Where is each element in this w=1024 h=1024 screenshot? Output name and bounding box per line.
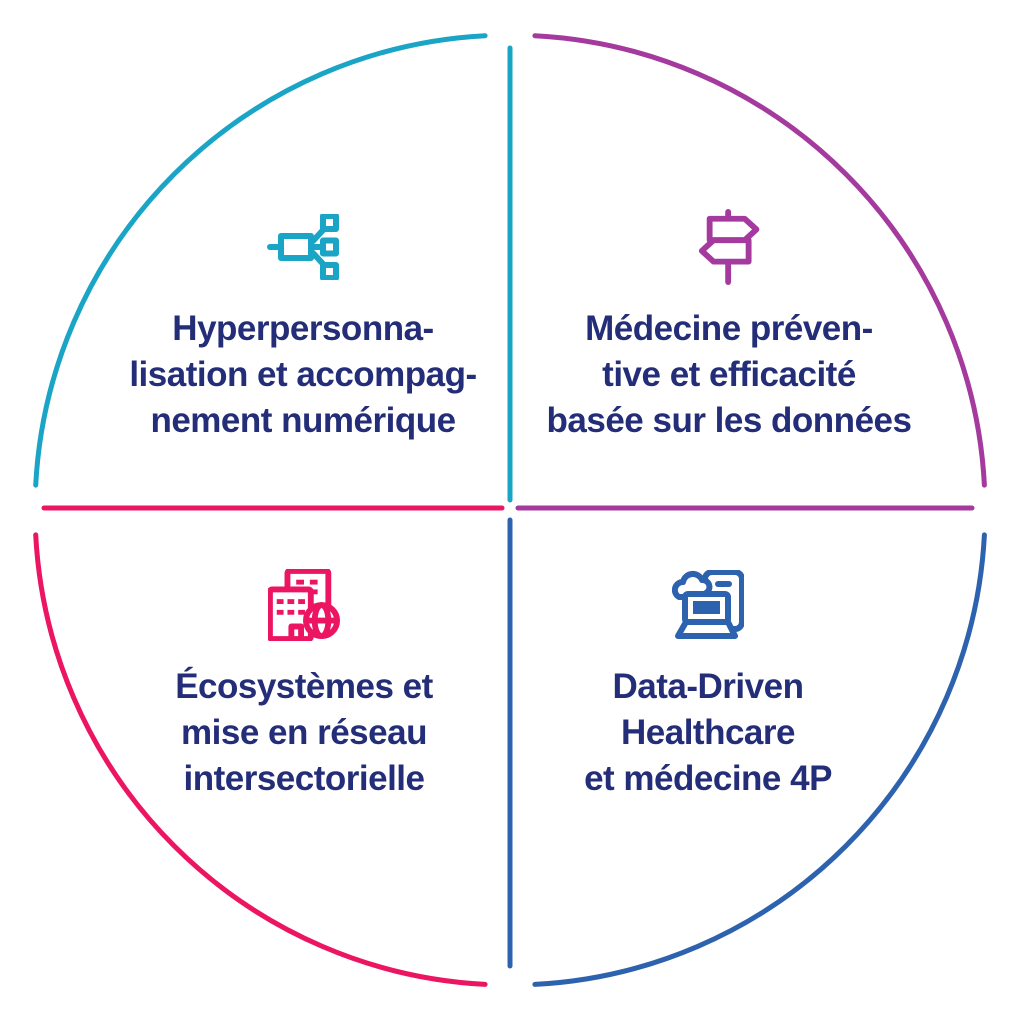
quadrant-label: Écosystèmes et mise en réseau intersecto… xyxy=(175,664,433,802)
label-line: Hyperpersonna- xyxy=(172,309,434,348)
icon-box xyxy=(696,208,762,286)
label-line: mise en réseau xyxy=(181,713,427,752)
icon-box xyxy=(267,208,339,286)
label-line: et médecine 4P xyxy=(584,759,832,798)
label-line: Data-Driven xyxy=(612,667,804,706)
quadrant-hyperpersonnalisation: Hyperpersonna- lisation et accompag- nem… xyxy=(63,208,543,444)
quadrant-ecosystemes: Écosystèmes et mise en réseau intersecto… xyxy=(64,566,544,802)
quadrant-label: Hyperpersonna- lisation et accompag- nem… xyxy=(129,306,477,444)
icon-box xyxy=(268,566,340,644)
arc-bottom-left xyxy=(33,532,488,987)
signpost-icon xyxy=(698,209,760,285)
label-line: lisation et accompag- xyxy=(129,355,477,394)
quadrant-label: Médecine préven- tive et efficacité basé… xyxy=(547,306,912,444)
icon-box xyxy=(672,566,744,644)
arc-bottom-right xyxy=(532,532,987,987)
quadrant-data-driven-healthcare: Data-Driven Healthcare et médecine 4P xyxy=(468,566,948,802)
quadrant-medecine-preventive: Médecine préven- tive et efficacité basé… xyxy=(489,208,969,444)
label-line: intersectorielle xyxy=(183,759,425,798)
label-line: tive et efficacité xyxy=(602,355,856,394)
label-line: Healthcare xyxy=(621,713,795,752)
arc-top-right xyxy=(532,33,987,488)
label-line: Écosystèmes et xyxy=(175,667,433,706)
label-line: basée sur les données xyxy=(546,401,912,440)
laptop-cloud-icon xyxy=(672,570,744,639)
label-line: Médecine préven- xyxy=(585,309,873,348)
arc-top-left xyxy=(33,33,488,488)
label-line: nement numérique xyxy=(150,401,456,440)
buildings-globe-icon xyxy=(268,569,340,641)
network-split-icon xyxy=(267,214,339,280)
quadrant-label: Data-Driven Healthcare et médecine 4P xyxy=(584,664,832,802)
